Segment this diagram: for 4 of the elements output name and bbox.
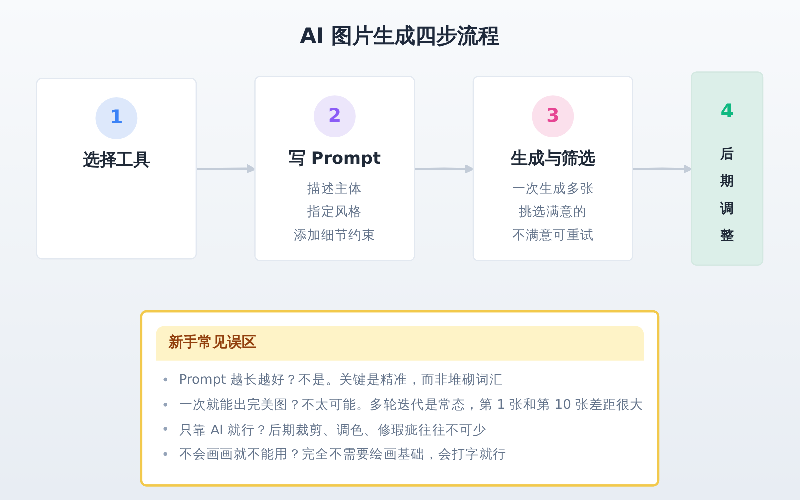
diagram-title: AI 图片生成四步流程 xyxy=(300,24,500,48)
arrow xyxy=(633,164,693,174)
arrow xyxy=(196,164,256,174)
arrow xyxy=(415,164,474,174)
